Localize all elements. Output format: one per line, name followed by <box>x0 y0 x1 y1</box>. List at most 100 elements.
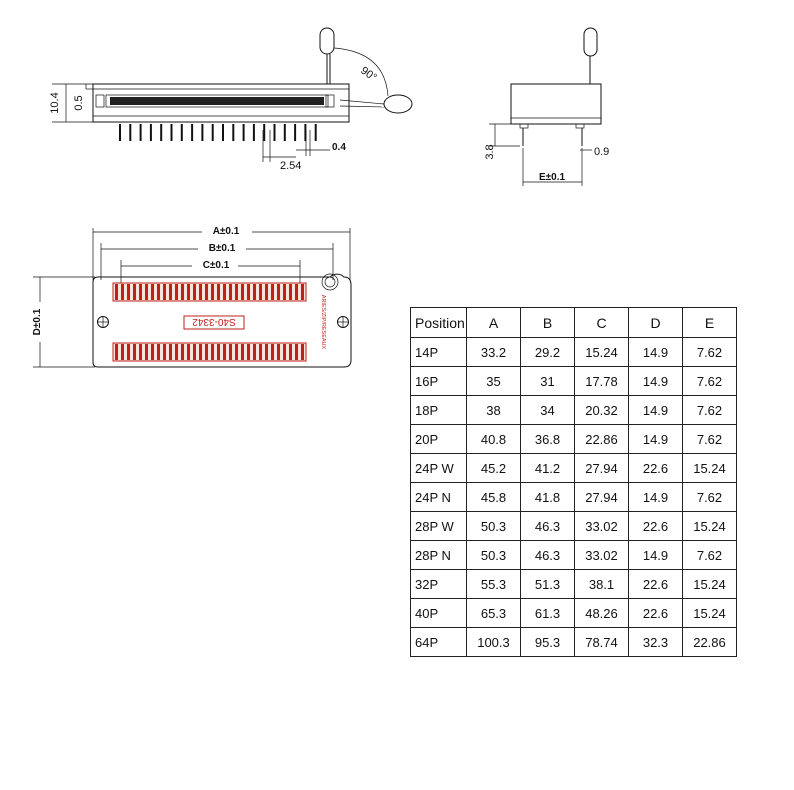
cell-value: 14.9 <box>628 366 683 396</box>
contact-slot <box>259 284 262 300</box>
cell-value: 50.3 <box>466 511 521 541</box>
contact-slot <box>187 344 190 360</box>
contact-slot <box>295 344 298 360</box>
cell-value: 14.9 <box>628 395 683 425</box>
contact-slot <box>247 344 250 360</box>
cell-value: 14.9 <box>628 482 683 512</box>
contact-slot <box>169 344 172 360</box>
contact-slot <box>175 284 178 300</box>
angle-label: 90° <box>358 65 379 84</box>
cell-value: 33.02 <box>574 540 629 570</box>
contact-slot <box>199 284 202 300</box>
contact-slot <box>235 284 238 300</box>
cell-value: 45.2 <box>466 453 521 483</box>
part-number: S40-3342 <box>192 316 236 327</box>
cell-value: 38 <box>466 395 521 425</box>
cell-value: 35 <box>466 366 521 396</box>
contact-slot <box>301 284 304 300</box>
contact-slot <box>223 284 226 300</box>
cell-value: 17.78 <box>574 366 629 396</box>
cell-value: 36.8 <box>520 424 575 454</box>
contact-slot <box>271 284 274 300</box>
lever-knob-rotated <box>383 94 413 114</box>
cell-value: 38.1 <box>574 569 629 599</box>
cell-value: 27.94 <box>574 482 629 512</box>
contact-slot <box>151 284 154 300</box>
socket-body-top <box>92 273 352 368</box>
pin-length-label: 3.8 <box>484 144 496 159</box>
cell-value: 61.3 <box>520 598 575 628</box>
contact-slot <box>259 344 262 360</box>
cell-value: 46.3 <box>520 540 575 570</box>
contact-slot <box>139 344 142 360</box>
contact-slot <box>193 284 196 300</box>
cell-position: 64P <box>410 627 467 657</box>
lever-pivot <box>321 273 339 291</box>
cell-position: 40P <box>410 598 467 628</box>
header-position: Position <box>410 307 467 338</box>
cell-value: 22.6 <box>628 453 683 483</box>
brand-text: ARIES/ZIP/RESEAUX <box>320 295 326 350</box>
contact-slot <box>229 284 232 300</box>
contact-slot <box>205 284 208 300</box>
contact-slot <box>289 344 292 360</box>
cell-value: 41.2 <box>520 453 575 483</box>
part-number-box <box>183 315 245 330</box>
cell-value: 48.26 <box>574 598 629 628</box>
header-b: B <box>520 307 575 338</box>
contact-slot <box>175 344 178 360</box>
side-view: 90° 10.4 0.5 2.54 0.4 <box>49 27 413 172</box>
header-a: A <box>466 307 521 338</box>
cell-value: 22.6 <box>628 511 683 541</box>
cell-value: 27.94 <box>574 453 629 483</box>
header-d: D <box>628 307 683 338</box>
contact-slot <box>235 344 238 360</box>
cell-value: 14.9 <box>628 337 683 367</box>
cell-position: 20P <box>410 424 467 454</box>
contact-slot <box>169 284 172 300</box>
screw-left <box>97 316 109 328</box>
contact-slot <box>301 344 304 360</box>
end-view: 3.8 0.9 E±0.1 <box>484 27 609 186</box>
contact-slot <box>217 344 220 360</box>
contact-slot <box>139 284 142 300</box>
cell-value: 15.24 <box>682 569 737 599</box>
contact-slot <box>247 284 250 300</box>
header-e: E <box>682 307 737 338</box>
dim-d-label: D±0.1 <box>32 308 43 335</box>
contact-slot <box>181 284 184 300</box>
contact-slot <box>151 344 154 360</box>
contact-slot <box>199 344 202 360</box>
cell-value: 15.24 <box>574 337 629 367</box>
cell-position: 28P W <box>410 511 467 541</box>
lever-knob <box>319 27 335 55</box>
cell-value: 31 <box>520 366 575 396</box>
cell-value: 22.6 <box>628 598 683 628</box>
cell-position: 24P N <box>410 482 467 512</box>
cell-value: 7.62 <box>682 337 737 367</box>
cell-position: 28P N <box>410 540 467 570</box>
pitch-label: 2.54 <box>280 160 301 172</box>
cell-value: 20.32 <box>574 395 629 425</box>
contact-slot <box>283 344 286 360</box>
contact-slot <box>193 344 196 360</box>
cell-value: 7.62 <box>682 540 737 570</box>
dim-a-label: A±0.1 <box>213 226 240 237</box>
contact-slot <box>187 284 190 300</box>
cell-value: 29.2 <box>520 337 575 367</box>
cell-value: 55.3 <box>466 569 521 599</box>
cell-value: 50.3 <box>466 540 521 570</box>
cell-value: 34 <box>520 395 575 425</box>
cell-position: 32P <box>410 569 467 599</box>
angle-arc <box>333 47 389 97</box>
contact-slot <box>253 284 256 300</box>
cell-position: 24P W <box>410 453 467 483</box>
cell-value: 33.02 <box>574 511 629 541</box>
contact-slot <box>115 284 118 300</box>
contact-row-top <box>112 282 307 302</box>
contact-slot <box>253 344 256 360</box>
